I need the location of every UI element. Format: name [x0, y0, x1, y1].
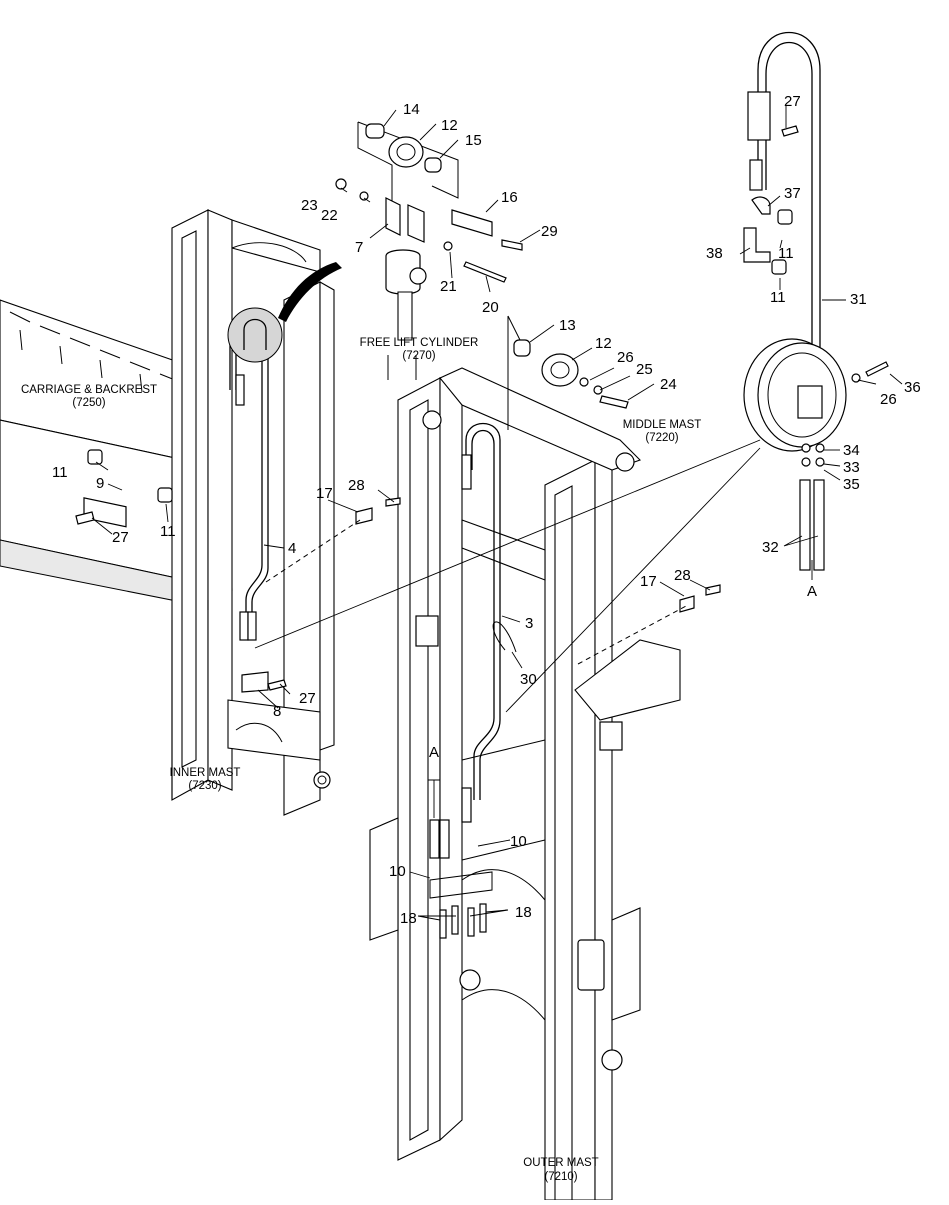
carriage-backrest-code: (7250)	[72, 397, 105, 409]
callout-11-left-b: 11	[160, 523, 176, 540]
inner-mast-label: INNER MAST	[170, 767, 241, 779]
callout-12-top: 12	[441, 117, 458, 134]
callout-30: 30	[520, 671, 537, 688]
callout-10-left: 10	[389, 863, 406, 880]
callout-31: 31	[850, 291, 867, 308]
callout-34: 34	[843, 442, 860, 459]
callout-11-left-a: 11	[52, 464, 68, 481]
carriage-backrest-label: CARRIAGE & BACKREST	[21, 384, 157, 396]
outer-mast-label: OUTER MAST	[523, 1157, 598, 1169]
callout-26-right: 26	[880, 391, 897, 408]
callout-9: 9	[96, 475, 104, 492]
detail-magnifier	[227, 262, 342, 363]
callout-12-mid: 12	[595, 335, 612, 352]
free-lift-cylinder-label: FREE LIFT CYLINDER	[360, 337, 479, 349]
callout-36: 36	[904, 379, 921, 396]
middle-mast-label: MIDDLE MAST	[623, 419, 702, 431]
part-callouts: 14 12 15 16 29 23 22 7 21 20 13 12 26 25…	[52, 93, 921, 927]
connection-lines	[254, 439, 813, 818]
callout-7: 7	[355, 239, 363, 256]
callout-3: 3	[525, 615, 533, 632]
callout-35: 35	[843, 476, 860, 493]
inner-mast-assembly	[171, 209, 335, 816]
callout-29: 29	[541, 223, 558, 240]
callout-38: 38	[706, 245, 723, 262]
callout-23: 23	[301, 197, 318, 214]
callout-17-left: 17	[316, 485, 333, 502]
fittings	[75, 125, 799, 939]
callout-15: 15	[465, 132, 482, 149]
outer-mast-assembly	[369, 367, 681, 1201]
sheave-assembly	[743, 338, 889, 571]
callout-28-right: 28	[674, 567, 691, 584]
callout-11-right-b: 11	[770, 289, 786, 306]
callout-25: 25	[636, 361, 653, 378]
assembly-labels: CARRIAGE & BACKREST (7250) FREE LIFT CYL…	[21, 337, 701, 1183]
free-lift-cylinder-code: (7270)	[402, 350, 435, 362]
callout-24: 24	[660, 376, 677, 393]
hose-outer-mast	[429, 423, 501, 859]
hose-inner-mast	[229, 320, 269, 641]
callout-4: 4	[288, 540, 296, 557]
callout-26-mid: 26	[617, 349, 634, 366]
middle-mast-sheave-parts	[507, 315, 629, 430]
callout-18-left: 18	[400, 910, 417, 927]
callout-28-left: 28	[348, 477, 365, 494]
leader-lines	[91, 106, 903, 921]
callout-27-left: 27	[112, 529, 129, 546]
callout-21: 21	[440, 278, 457, 295]
callout-18-right: 18	[515, 904, 532, 921]
outer-mast-code: (7210)	[544, 1171, 577, 1183]
middle-mast-code: (7220)	[645, 432, 678, 444]
callout-32: 32	[762, 539, 779, 556]
callout-10-right: 10	[510, 833, 527, 850]
callout-16: 16	[501, 189, 518, 206]
callout-27-top: 27	[784, 93, 801, 110]
callout-14: 14	[403, 101, 420, 118]
hose-sheave-loop	[747, 32, 821, 360]
callout-13: 13	[559, 317, 576, 334]
free-lift-cylinder-parts	[335, 121, 523, 380]
callout-37: 37	[784, 185, 801, 202]
inner-mast-code: (7230)	[188, 780, 221, 792]
ref-a-lower: A	[429, 744, 439, 761]
callout-17-right: 17	[640, 573, 657, 590]
callout-33: 33	[843, 459, 860, 476]
callout-11-right-a: 11	[778, 245, 794, 262]
ref-a-upper: A	[807, 583, 817, 600]
callout-20: 20	[482, 299, 499, 316]
callout-27-mid: 27	[299, 690, 316, 707]
callout-22: 22	[321, 207, 338, 224]
callout-8: 8	[273, 703, 281, 720]
